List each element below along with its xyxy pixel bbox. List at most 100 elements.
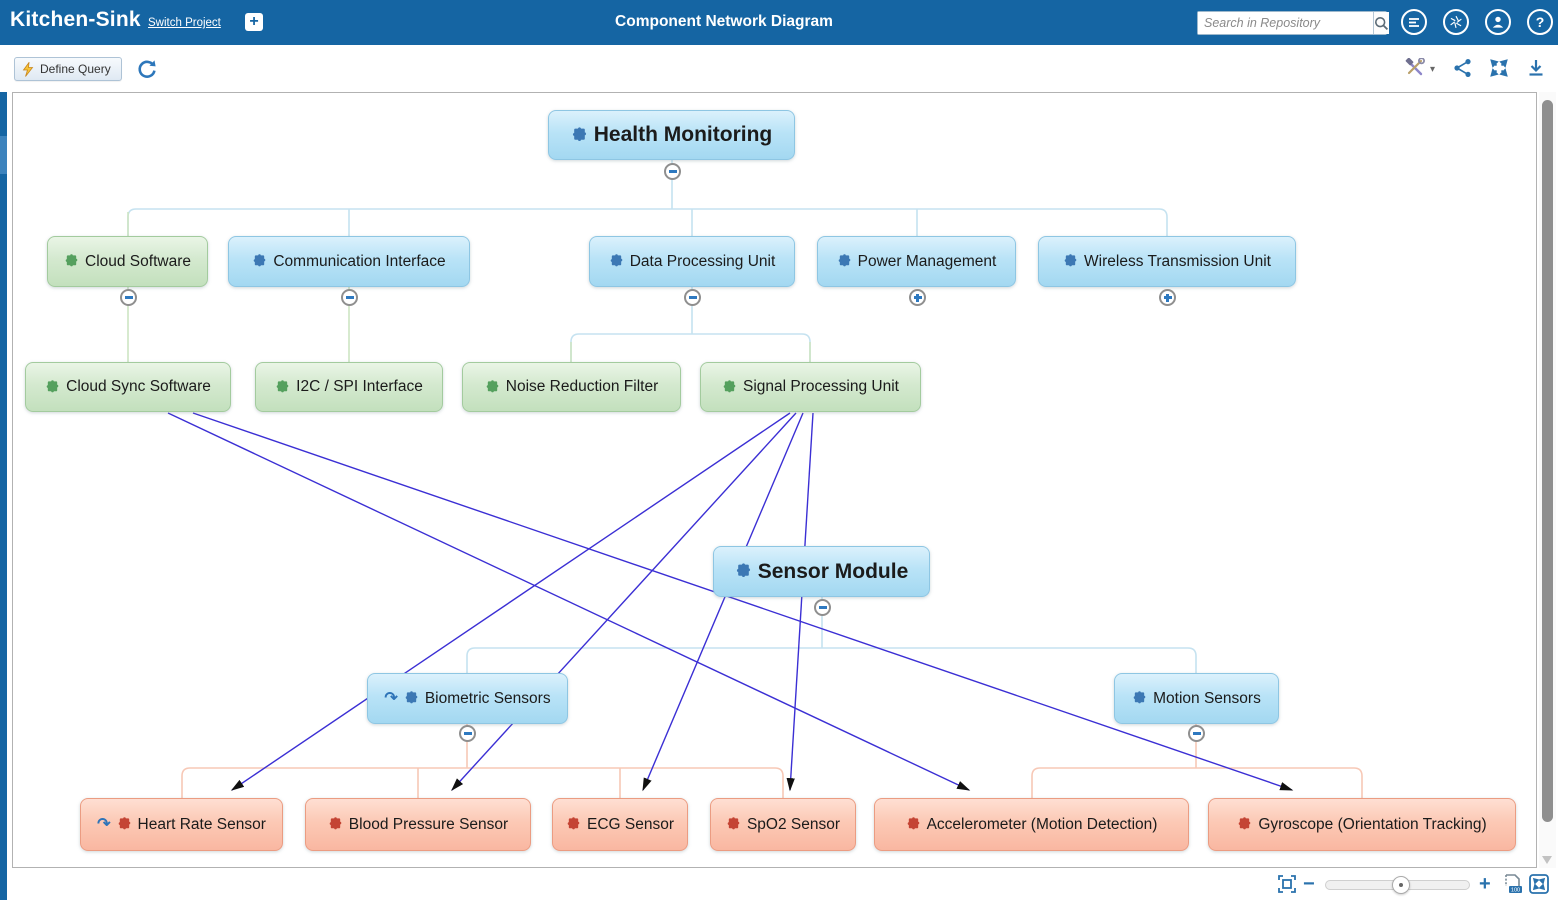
zoom-controls-bar: − + 100 (0, 868, 1558, 900)
node-power-management[interactable]: Power Management (817, 236, 1016, 287)
collapse-toggle-motion-sensors[interactable] (1188, 725, 1205, 742)
expand-toggle-wireless-transmission-unit[interactable] (1159, 289, 1176, 306)
tools-menu-button[interactable] (1404, 57, 1426, 83)
node-health-monitoring[interactable]: Health Monitoring (548, 110, 795, 160)
component-icon (837, 254, 852, 269)
search-input[interactable] (1198, 12, 1373, 34)
node-spo2-sensor[interactable]: SpO2 Sensor (710, 798, 856, 851)
node-label: Heart Rate Sensor (137, 815, 266, 833)
switch-project-link[interactable]: Switch Project (148, 17, 221, 29)
node-cloud-software[interactable]: Cloud Software (47, 236, 208, 287)
scrollbar-thumb[interactable] (1542, 100, 1553, 822)
node-label: Motion Sensors (1153, 689, 1261, 707)
collapse-toggle-cloud-software[interactable] (120, 289, 137, 306)
scroll-down-arrow[interactable] (1542, 856, 1552, 864)
collapse-toggle-biometric-sensors[interactable] (459, 725, 476, 742)
stream-icon[interactable] (1401, 9, 1427, 35)
component-icon (566, 817, 581, 832)
component-icon (609, 254, 624, 269)
suspect-link-icon: ↷ (97, 815, 111, 833)
share-icon[interactable] (1453, 58, 1473, 83)
component-icon (485, 379, 500, 395)
component-icon (1132, 691, 1147, 706)
node-label: Signal Processing Unit (743, 378, 899, 395)
node-label: Blood Pressure Sensor (348, 815, 509, 833)
diagram-canvas[interactable] (12, 92, 1537, 868)
fullscreen-icon[interactable] (1489, 58, 1509, 83)
zoom-in-button[interactable]: + (1479, 873, 1491, 895)
node-data-processing-unit[interactable]: Data Processing Unit (589, 236, 795, 287)
component-icon (906, 817, 921, 832)
node-biometric-sensors[interactable]: ↷ Biometric Sensors (367, 673, 568, 724)
node-label: Cloud Sync Software (66, 378, 211, 395)
zoom-100-icon[interactable]: 100 (1502, 873, 1524, 900)
component-icon (726, 817, 741, 832)
add-item-button[interactable]: + (245, 13, 263, 31)
component-icon (252, 254, 267, 269)
collapse-toggle-sensor-module[interactable] (814, 599, 831, 616)
component-icon (404, 691, 419, 706)
app-header: Kitchen-Sink Switch Project + Component … (0, 0, 1558, 45)
node-i2c-spi-interface[interactable]: I2C / SPI Interface (255, 362, 443, 412)
node-label: Communication Interface (273, 252, 446, 270)
tools-caret-icon[interactable]: ▾ (1430, 64, 1436, 75)
node-label: Biometric Sensors (424, 689, 551, 707)
node-heart-rate-sensor[interactable]: ↷ Heart Rate Sensor (80, 798, 283, 851)
node-wireless-transmission-unit[interactable]: Wireless Transmission Unit (1038, 236, 1296, 287)
node-cloud-sync-software[interactable]: Cloud Sync Software (25, 362, 231, 412)
svg-text:100: 100 (1511, 888, 1520, 894)
left-edge-tab[interactable] (0, 136, 7, 174)
collapse-toggle-health-monitoring[interactable] (664, 163, 681, 180)
define-query-button[interactable]: Define Query (14, 57, 122, 81)
project-name: Kitchen-Sink (10, 8, 141, 31)
lightning-icon (22, 61, 34, 77)
suspect-link-icon: ↷ (384, 689, 398, 707)
node-label: Cloud Software (85, 252, 191, 270)
node-motion-sensors[interactable]: Motion Sensors (1114, 673, 1279, 724)
node-label: ECG Sensor (586, 815, 674, 833)
node-label: Health Monitoring (593, 123, 773, 146)
expand-view-icon[interactable] (1528, 873, 1550, 900)
component-icon (571, 126, 588, 144)
component-icon (64, 254, 79, 269)
collapse-toggle-data-processing-unit[interactable] (684, 289, 701, 306)
node-label: Accelerometer (Motion Detection) (926, 815, 1158, 833)
node-noise-reduction-filter[interactable]: Noise Reduction Filter (462, 362, 681, 412)
zoom-out-button[interactable]: − (1303, 873, 1315, 895)
node-label: Wireless Transmission Unit (1084, 252, 1271, 270)
refresh-icon[interactable] (136, 58, 158, 80)
search-icon[interactable] (1373, 12, 1389, 34)
node-accelerometer[interactable]: Accelerometer (Motion Detection) (874, 798, 1189, 851)
fit-to-screen-icon[interactable] (1277, 874, 1297, 899)
node-label: Data Processing Unit (629, 252, 776, 270)
node-communication-interface[interactable]: Communication Interface (228, 236, 470, 287)
component-icon (275, 379, 290, 395)
node-label: Power Management (857, 252, 997, 270)
repository-search (1197, 11, 1389, 35)
node-gyroscope[interactable]: Gyroscope (Orientation Tracking) (1208, 798, 1516, 851)
node-label: Noise Reduction Filter (505, 378, 659, 395)
node-sensor-module[interactable]: Sensor Module (713, 546, 930, 597)
download-icon[interactable] (1526, 58, 1546, 83)
left-edge-strip (0, 0, 7, 900)
expand-toggle-power-management[interactable] (909, 289, 926, 306)
node-ecg-sensor[interactable]: ECG Sensor (552, 798, 688, 851)
collapse-toggle-communication-interface[interactable] (341, 289, 358, 306)
help-icon[interactable]: ? (1527, 9, 1553, 35)
aperture-icon[interactable] (1443, 9, 1469, 35)
define-query-label: Define Query (40, 62, 111, 76)
component-icon (1063, 254, 1078, 269)
node-blood-pressure-sensor[interactable]: Blood Pressure Sensor (305, 798, 531, 851)
component-icon (117, 817, 132, 832)
node-signal-processing-unit[interactable]: Signal Processing Unit (700, 362, 921, 412)
vertical-scrollbar[interactable] (1539, 76, 1556, 868)
node-label: SpO2 Sensor (746, 815, 841, 833)
diagram-toolbar: Define Query ▾ (0, 45, 1558, 92)
node-label: Gyroscope (Orientation Tracking) (1258, 815, 1487, 833)
node-label: I2C / SPI Interface (296, 378, 423, 395)
page-title: Component Network Diagram (615, 13, 833, 30)
zoom-slider-thumb[interactable] (1392, 876, 1410, 894)
zoom-slider[interactable] (1325, 876, 1470, 894)
component-icon (45, 379, 60, 395)
user-profile-icon[interactable] (1485, 9, 1511, 35)
